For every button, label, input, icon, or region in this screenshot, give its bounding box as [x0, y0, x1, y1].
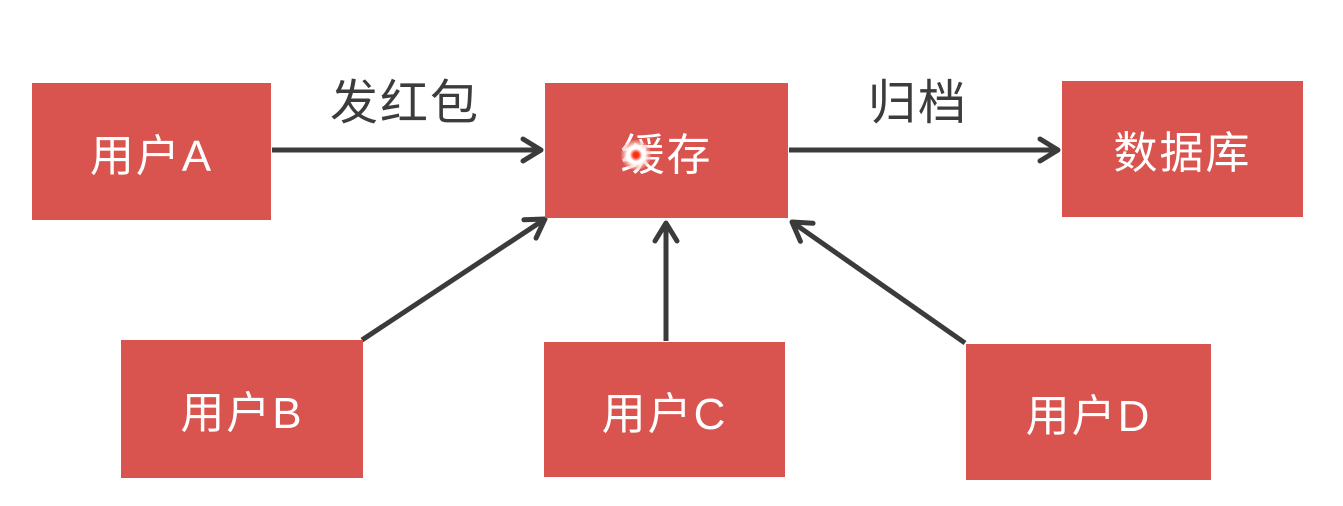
node-cache-label: 缓存: [620, 130, 713, 180]
node-cache: 缓存: [545, 83, 788, 218]
node-user-c: 用户C: [544, 342, 785, 477]
node-user-d-label: 用户D: [1025, 392, 1152, 441]
edge-userD-to-cache: [789, 219, 967, 346]
node-database: 数据库: [1062, 81, 1303, 217]
node-user-b: 用户B: [121, 340, 363, 478]
node-user-d: 用户D: [966, 344, 1211, 480]
edge-label-send-red-packet: 发红包: [329, 77, 481, 130]
node-database-label: 数据库: [1113, 129, 1252, 178]
node-user-a-label: 用户A: [89, 131, 214, 181]
node-user-c-label: 用户C: [601, 389, 728, 439]
edge-userB-to-cache: [360, 216, 548, 343]
edge-label-archive: 归档: [867, 77, 969, 130]
node-user-b-label: 用户B: [180, 389, 304, 438]
node-user-a: 用户A: [32, 83, 271, 220]
